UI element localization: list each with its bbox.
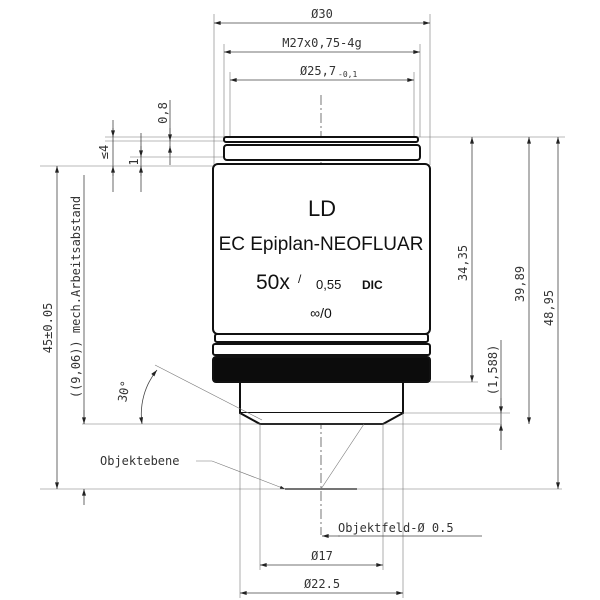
engraving: LD EC Epiplan-NEOFLUAR 50x / 0,55 DIC ∞/… xyxy=(219,196,424,321)
engraving-slash: / xyxy=(298,272,302,286)
label-thread-depth: ≤4 xyxy=(97,145,111,159)
dim-shoulder-diameter: Ø25,7 -0,1 xyxy=(230,64,414,82)
dim-small-left: ≤4 1 0,8 xyxy=(97,100,172,192)
label-object-plane: Objektebene xyxy=(100,454,179,468)
dim-total-length: 45±0.05 xyxy=(41,166,59,489)
label-object-field: Objektfeld-Ø 0.5 xyxy=(338,521,454,535)
label-total-length: 45±0.05 xyxy=(41,303,55,354)
label-nose-diameter: Ø22.5 xyxy=(304,577,340,591)
dim-thread: M27x0,75-4g xyxy=(224,36,420,54)
dim-working-distance: ((9,06)) mech.Arbeitsabstand xyxy=(69,175,86,505)
objective-body xyxy=(212,136,431,425)
label-len-total: 48,95 xyxy=(542,290,556,326)
label-gap-top: 0,8 xyxy=(156,102,170,124)
top-extension-lines xyxy=(40,14,565,167)
dim-bottom: Ø17 Ø22.5 Objektfeld-Ø 0.5 xyxy=(239,413,482,598)
label-tip-diameter: Ø17 xyxy=(311,549,333,563)
engraving-ld: LD xyxy=(308,196,336,221)
label-nose-offset: (1,588) xyxy=(486,345,500,396)
label-ring: 1 xyxy=(127,158,141,165)
label-len-body: 34,35 xyxy=(456,245,470,281)
engraving-tube-length: ∞/0 xyxy=(310,305,332,321)
label-shoulder-diameter: Ø25,7 xyxy=(300,64,336,78)
angle-30: 30° xyxy=(115,364,365,490)
label-len-nose: 39,89 xyxy=(513,266,527,302)
dim-outer-diameter: Ø30 xyxy=(214,7,430,25)
engraving-magnification: 50x xyxy=(256,271,290,294)
engraving-dic: DIC xyxy=(362,278,383,292)
label-shoulder-tolerance: -0,1 xyxy=(338,70,357,79)
label-outer-diameter: Ø30 xyxy=(311,7,333,21)
dim-right: 34,35 39,89 48,95 (1,588) xyxy=(456,137,560,489)
object-plane-callout: Objektebene xyxy=(100,454,286,490)
label-working-distance: ((9,06)) mech.Arbeitsabstand xyxy=(69,196,83,398)
engraving-name: EC Epiplan-NEOFLUAR xyxy=(219,234,424,255)
label-angle: 30° xyxy=(115,379,133,403)
engraving-na: 0,55 xyxy=(316,277,341,292)
label-thread: M27x0,75-4g xyxy=(282,36,361,50)
